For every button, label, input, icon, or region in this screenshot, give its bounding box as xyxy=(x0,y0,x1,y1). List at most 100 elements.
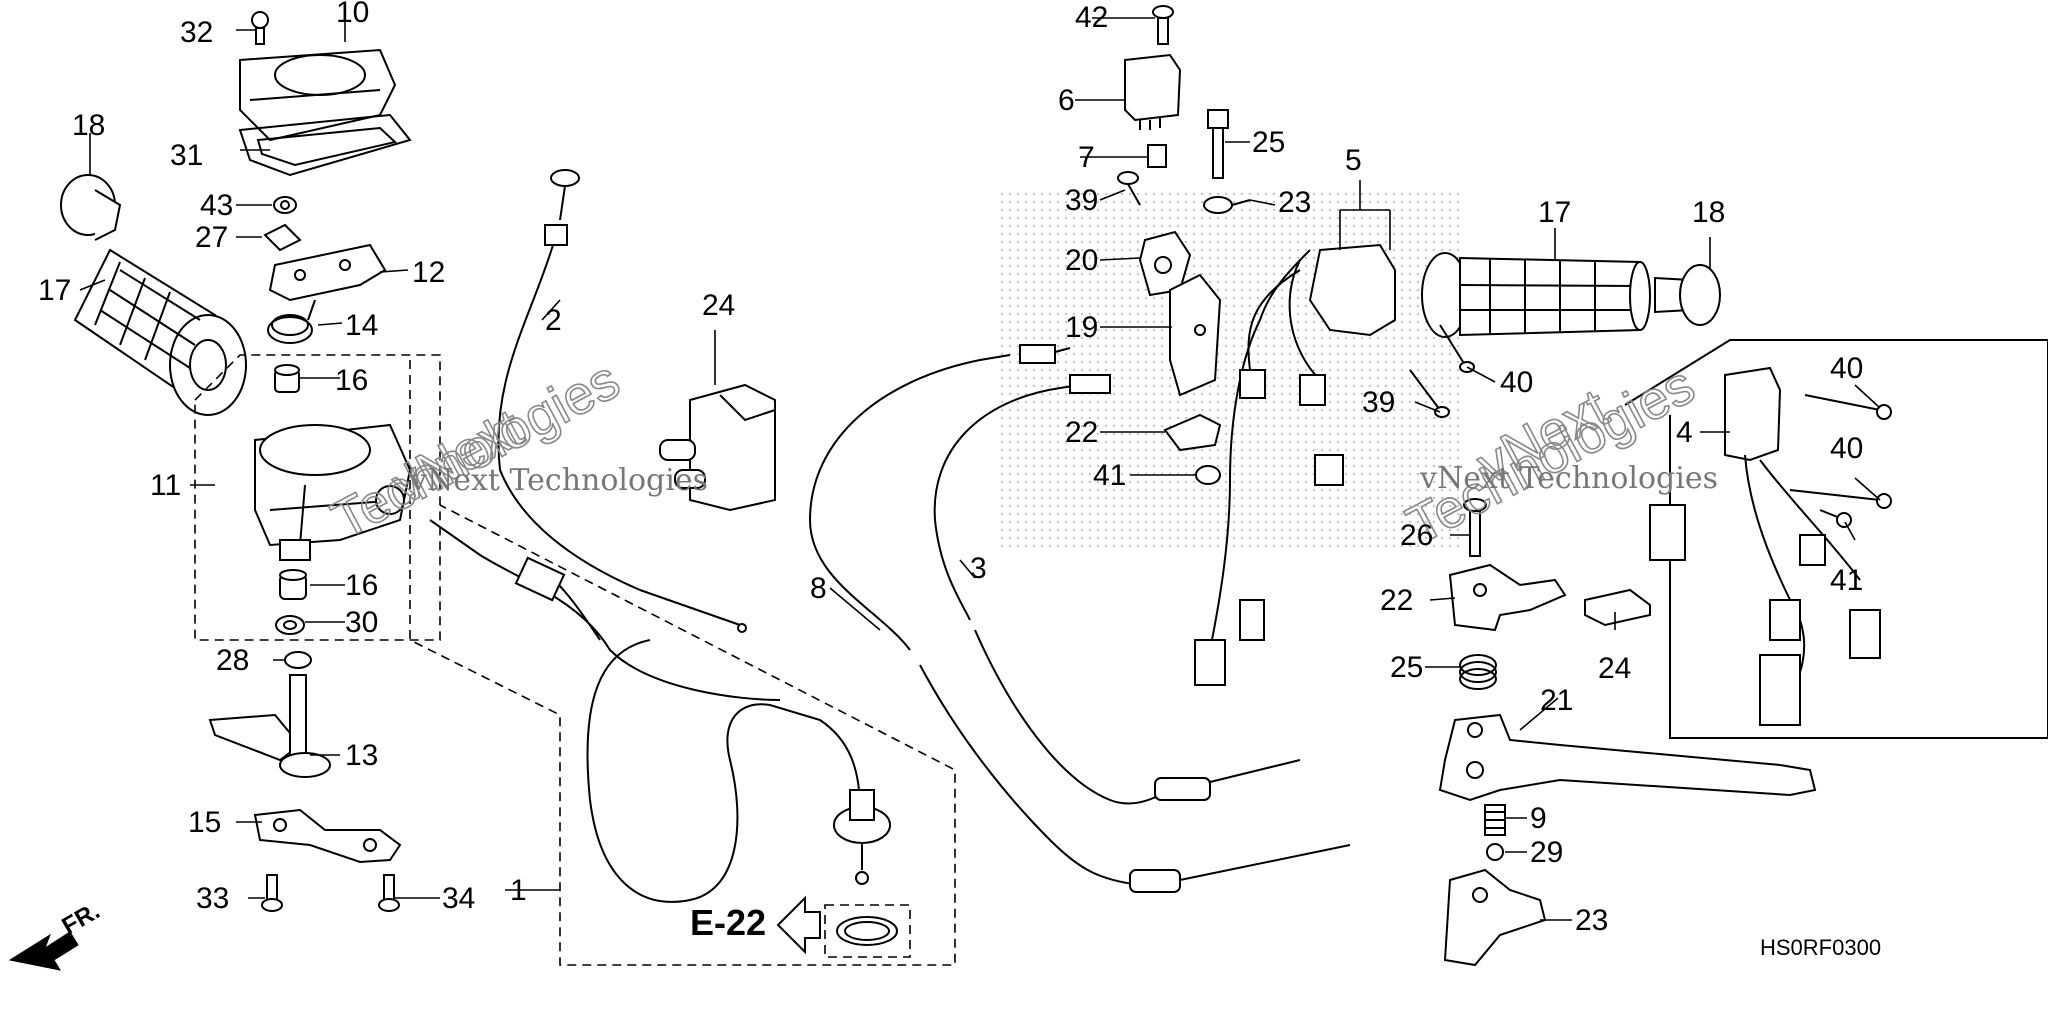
callout-14: 14 xyxy=(345,309,378,342)
front-direction-indicator: FR. xyxy=(8,897,105,971)
part-30-bolt xyxy=(1463,498,1487,557)
part-7-clip xyxy=(1147,144,1167,168)
callout-16-top: 16 xyxy=(335,364,368,397)
callout-20: 20 xyxy=(1065,244,1098,277)
callout-1: 1 xyxy=(510,874,527,907)
part-12-plate xyxy=(268,243,387,302)
part-27-grommet xyxy=(1203,196,1251,214)
callout-42: 41 xyxy=(1093,459,1126,492)
group-4-outline xyxy=(1624,339,2048,739)
callout-27: 23 xyxy=(1278,186,1311,219)
callout-21: 24 xyxy=(702,289,735,322)
part-6-relay xyxy=(1124,53,1182,130)
part-24-holder xyxy=(1443,868,1547,967)
watermark-text-right: vNext Technologies xyxy=(1419,461,1718,496)
callout-12: 12 xyxy=(412,256,445,289)
callout-37-right: 34 xyxy=(442,882,475,915)
callout-19: 19 xyxy=(1065,311,1098,344)
part-18-end-cap-right xyxy=(1654,264,1721,326)
diagram-code: HS0RF0300 xyxy=(1760,935,1881,960)
part-37-bolt-left xyxy=(261,874,283,912)
part-41-bolt xyxy=(1152,5,1174,45)
callout-40-middle: 40 xyxy=(1830,432,1863,465)
callout-7: 7 xyxy=(1078,141,1095,174)
callout-9: 9 xyxy=(1530,802,1547,835)
part-10-cover xyxy=(239,48,397,142)
callout-38: 39 xyxy=(1065,184,1098,217)
part-21-switch xyxy=(659,383,776,512)
callout-31: 27 xyxy=(195,221,228,254)
callout-26: 22 xyxy=(1380,584,1413,617)
part-38-screw xyxy=(1117,171,1141,206)
part-39-screw-left xyxy=(1409,369,1450,418)
callout-17-left: 17 xyxy=(38,274,71,307)
part-17-grip-right xyxy=(1421,252,1651,338)
part-11-throttle-housing xyxy=(254,423,412,561)
callout-36: 32 xyxy=(180,16,213,49)
callout-34: 30 xyxy=(345,606,378,639)
part-16-cap-bottom xyxy=(279,569,307,600)
part-34-ring xyxy=(275,615,305,635)
part-4-switch-harness xyxy=(1649,366,1881,726)
callout-29: 25 xyxy=(1252,126,1285,159)
part-43-nut xyxy=(273,196,297,214)
part-26-bracket xyxy=(1448,563,1567,632)
callout-24: 23 xyxy=(1575,904,1608,937)
callout-11: 11 xyxy=(150,469,181,502)
e22-reference: E-22 xyxy=(690,895,911,958)
part-8-cable xyxy=(808,344,1351,893)
part-35-gasket xyxy=(238,113,412,177)
callout-25: 25 xyxy=(1390,651,1423,684)
part-29-bolt xyxy=(1207,109,1229,179)
watermark-text-left: vNext Technologies xyxy=(409,463,708,498)
callout-39-left: 39 xyxy=(1362,386,1395,419)
callout-15: 15 xyxy=(188,806,221,839)
callout-39-right: 40 xyxy=(1500,366,1533,399)
part-23-plate xyxy=(1163,413,1222,452)
part-19-bracket xyxy=(1169,273,1222,397)
callout-32: 28 xyxy=(216,644,249,677)
part-5-switch-harness xyxy=(1194,243,1396,686)
callout-2: 2 xyxy=(545,304,562,337)
leader-lines xyxy=(79,17,1881,921)
callout-43: 43 xyxy=(200,189,233,222)
part-40-bolt-top xyxy=(1804,394,1892,420)
callout-23: 22 xyxy=(1065,416,1098,449)
part-1-cable xyxy=(429,519,891,903)
callout-22: 21 xyxy=(1540,684,1573,717)
callout-35: 31 xyxy=(170,139,203,172)
callout-37-left: 33 xyxy=(196,882,229,915)
group-11-outline xyxy=(194,354,441,641)
callout-4: 4 xyxy=(1676,416,1693,449)
callout-3: 3 xyxy=(970,552,987,585)
callout-40-bottom: 41 xyxy=(1830,564,1863,597)
part-20-bracket xyxy=(1138,230,1192,297)
part-14-spring xyxy=(267,299,316,344)
part-18-end-cap-left xyxy=(60,174,122,241)
part-33-ball xyxy=(1486,843,1504,861)
callout-30: 26 xyxy=(1400,519,1433,552)
part-40-bolt-middle xyxy=(1789,489,1892,509)
callout-5: 5 xyxy=(1345,144,1362,177)
part-40-bolt-bottom xyxy=(1819,509,1852,528)
callout-33: 29 xyxy=(1530,836,1563,869)
part-15-bracket xyxy=(253,808,402,864)
callout-18-left: 18 xyxy=(72,109,105,142)
part-9-spring xyxy=(1484,804,1506,836)
callout-41: 42 xyxy=(1075,1,1108,34)
callout-28: 24 xyxy=(1598,652,1631,685)
direction-label: FR. xyxy=(58,897,105,940)
part-16-cap-top xyxy=(274,364,300,393)
group-1-outline xyxy=(409,360,956,966)
part-13-lever xyxy=(208,674,331,778)
part-28-pad xyxy=(1584,588,1651,627)
part-17-grip-left xyxy=(73,248,247,416)
callout-17-right: 17 xyxy=(1538,196,1571,229)
part-36-bolt xyxy=(251,11,269,45)
callout-6: 6 xyxy=(1058,84,1075,117)
callouts: 32 10 18 31 43 27 12 17 14 16 11 16 30 2… xyxy=(38,0,1863,937)
part-32-washer xyxy=(284,651,312,669)
part-22-lever xyxy=(1438,713,1817,802)
part-3-cable xyxy=(933,374,1301,805)
callout-18-right: 18 xyxy=(1692,196,1725,229)
